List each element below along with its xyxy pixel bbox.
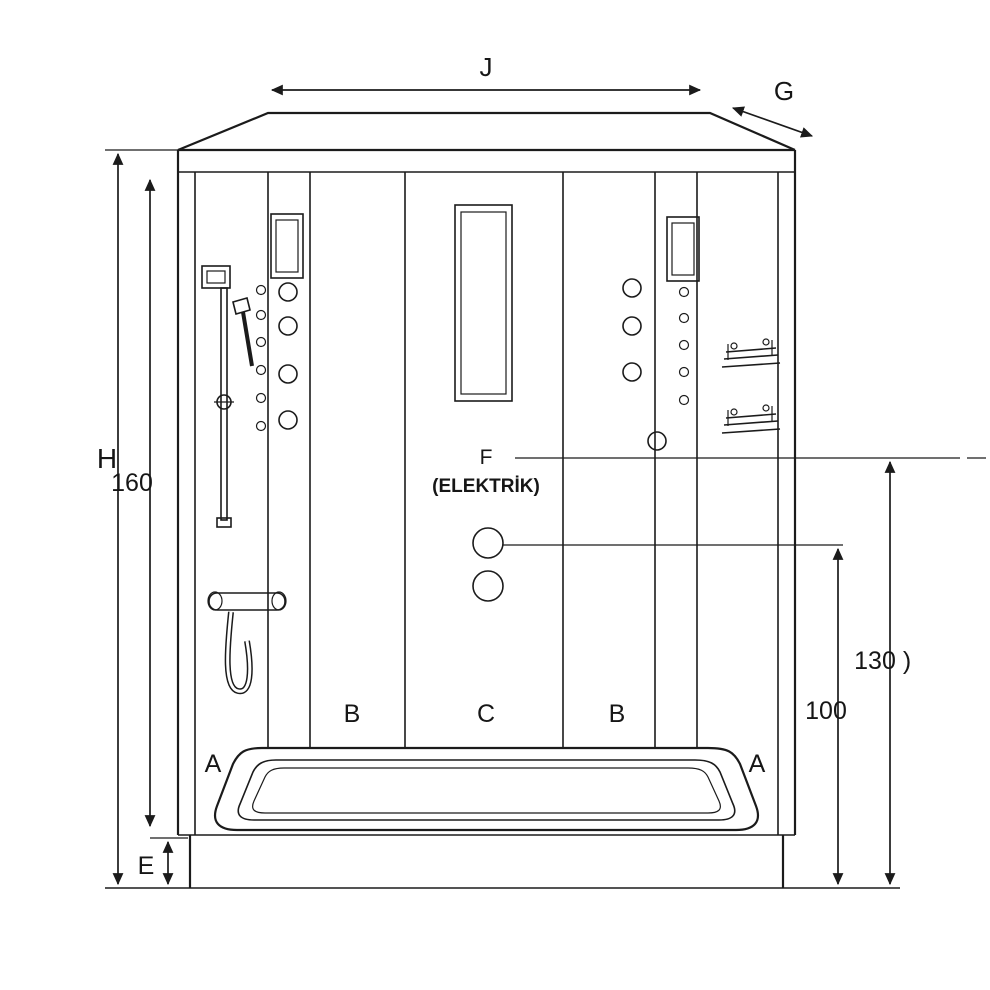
roof [177,111,796,173]
label-dim-h: H [97,443,117,474]
panel-divisions [194,172,779,835]
right-display-panel [666,216,700,282]
label-electric-f: F [480,446,493,469]
left-display-panel [270,213,304,279]
fixtures [201,204,781,695]
extension-lines [105,149,986,889]
center-electric-panel [454,204,513,602]
right-massage-jets [622,278,690,451]
label-panel-a-left: A [205,750,222,778]
corner-shelf-upper [721,338,781,368]
labels: J G H 160 E 130 ) 100 A B C B A F (ELEKT… [97,52,911,880]
shower-tray [213,746,760,832]
base-skirt [188,835,785,888]
label-panel-b-right: B [609,700,626,728]
label-dim-100: 100 [805,697,847,725]
corner-shelf-lower [721,404,781,434]
label-panel-a-right: A [749,750,766,778]
label-dim-g: G [774,76,794,106]
steam-outlet-lower [472,570,504,602]
dim-arrow-g [731,106,814,138]
rail-end-cap [216,517,232,528]
hand-shower-head [232,297,251,315]
hand-shower-handle [241,311,254,367]
shower-column [201,265,287,695]
label-dim-e: E [138,852,155,880]
label-panel-b-left: B [344,700,361,728]
left-massage-jets [255,282,298,432]
steam-outlet-upper [472,527,504,559]
label-paren-artifact: ) [903,647,911,675]
label-dim-130: 130 [854,647,896,675]
dimension-lines [105,84,986,889]
mixer-valve [208,592,286,611]
cabin-structure [176,111,797,888]
label-panel-c: C [477,700,495,728]
outer-walls [176,150,797,836]
slide-rail [220,287,228,521]
label-dim-160: 160 [111,469,153,497]
label-electric-sub: (ELEKTRİK) [432,476,540,497]
shower-head [201,265,231,289]
label-dim-j: J [480,52,493,82]
